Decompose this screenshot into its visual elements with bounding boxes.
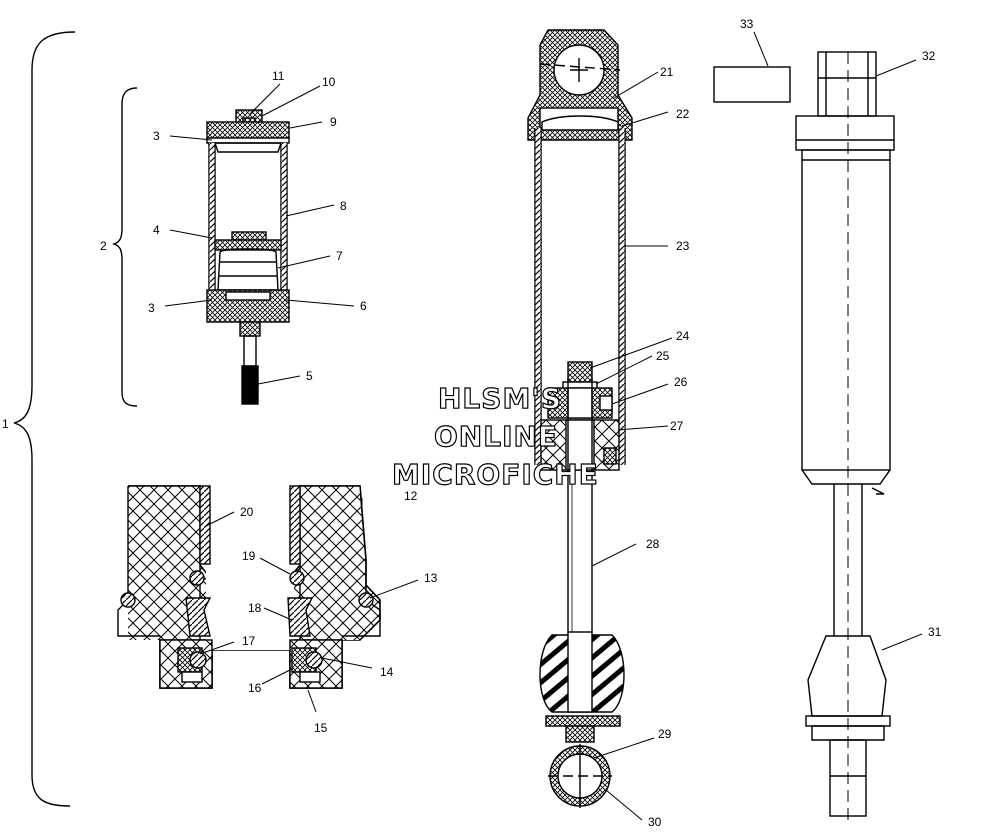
callout-25: 25: [656, 349, 670, 363]
shock-section: [527, 29, 633, 808]
callout-15: 15: [314, 721, 328, 735]
callout-31: 31: [928, 625, 942, 639]
callout-21: 21: [660, 65, 674, 79]
callout-10: 10: [322, 75, 336, 89]
callout-18: 18: [248, 601, 262, 615]
callout-24: 24: [676, 329, 690, 343]
callout-3: 3: [148, 301, 155, 315]
callout-17: 17: [242, 634, 256, 648]
callout-7: 7: [336, 249, 343, 263]
callout-33: 33: [740, 17, 754, 31]
callout-16: 16: [248, 681, 262, 695]
reservoir-brace: [111, 87, 138, 407]
reservoir-assembly: [206, 109, 290, 405]
callout-4: 4: [153, 223, 160, 237]
callout-11: 11: [272, 69, 285, 83]
seal-head-section: [117, 485, 381, 689]
callout-28: 28: [646, 537, 660, 551]
callout-26: 26: [674, 375, 688, 389]
callout-9: 9: [330, 115, 337, 129]
callout-22: 22: [676, 107, 690, 121]
callout-23: 23: [676, 239, 690, 253]
shock-exterior: [713, 51, 895, 820]
callout-12: 12: [404, 489, 418, 503]
watermark: HLSM'S ONLINE MICROFICHE: [391, 381, 599, 491]
callout-1: 1: [2, 417, 9, 431]
callout-29: 29: [658, 727, 672, 741]
callout-6: 6: [360, 299, 367, 313]
watermark-line-3: MICROFICHE: [392, 458, 599, 491]
callout-3: 3: [153, 129, 160, 143]
watermark-line-1: HLSM'S: [438, 382, 562, 415]
callout-14: 14: [380, 665, 394, 679]
callout-32: 32: [922, 49, 936, 63]
callout-20: 20: [240, 505, 254, 519]
callout-30: 30: [648, 815, 662, 829]
callout-2: 2: [100, 239, 107, 253]
callout-27: 27: [670, 419, 684, 433]
callout-labels: 1 2 3 3 4 5 6 7 8 9 10 11 12 13 14 15 16…: [2, 17, 942, 829]
watermark-line-2: ONLINE: [434, 420, 558, 453]
main-brace: [13, 31, 76, 807]
callout-5: 5: [306, 369, 313, 383]
callout-19: 19: [242, 549, 256, 563]
callout-8: 8: [340, 199, 347, 213]
leader-lines: [164, 31, 923, 821]
callout-13: 13: [424, 571, 438, 585]
